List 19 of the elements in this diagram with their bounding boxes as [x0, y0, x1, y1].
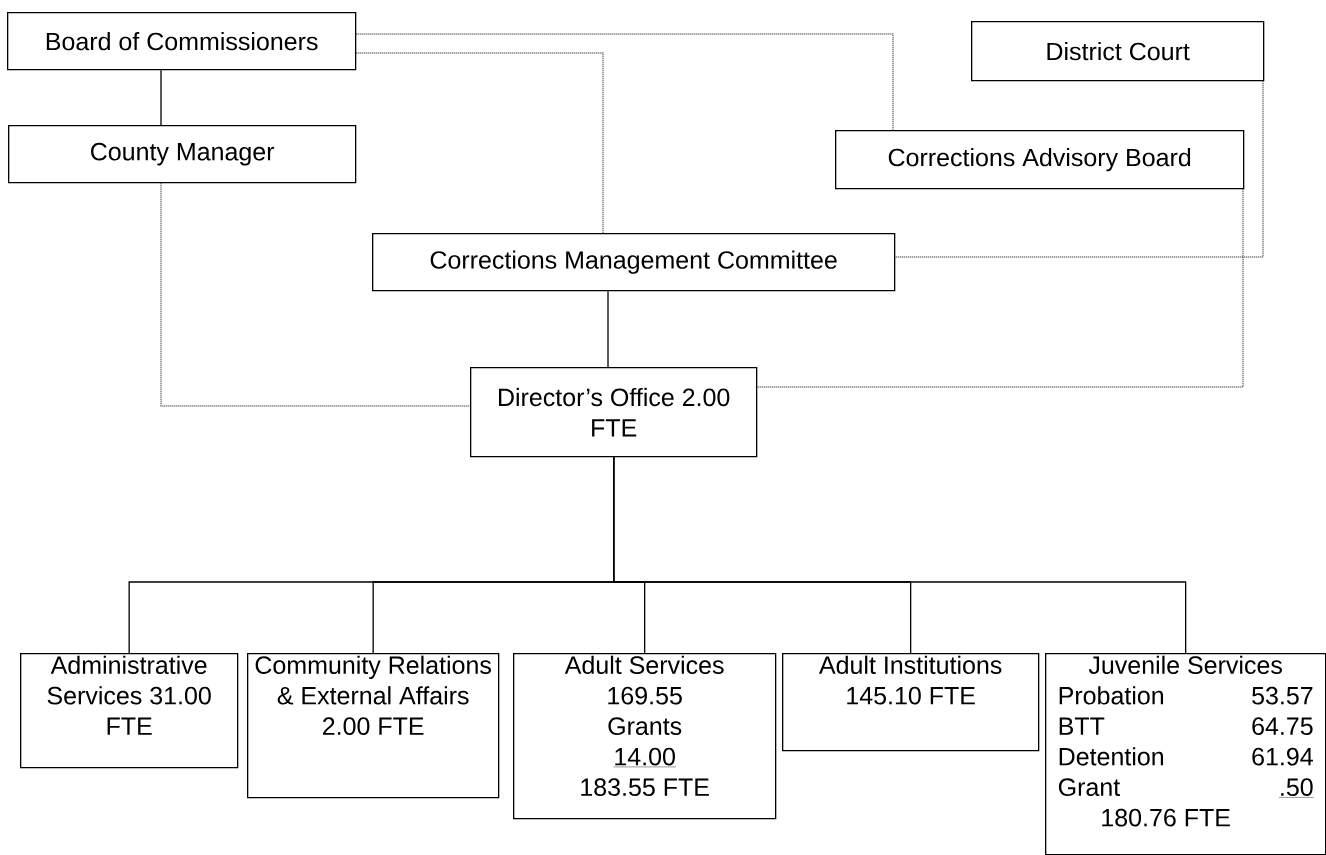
connector-line	[160, 182, 471, 407]
connector-line	[355, 33, 894, 131]
connector-line	[355, 52, 604, 234]
org-box: Board of Commissioners	[7, 12, 357, 71]
connector-line	[613, 456, 1187, 654]
org-box: Corrections Management Committee	[372, 233, 896, 292]
org-box: Director’s Office 2.00 FTE	[470, 367, 758, 458]
org-box: Adult Institutions 145.10 FTE	[782, 653, 1040, 752]
connector-line	[756, 188, 1244, 388]
org-box: Administrative Services 31.00 FTE	[20, 653, 239, 769]
org-box: Corrections Advisory Board	[835, 130, 1245, 190]
connector-line	[607, 290, 609, 368]
org-box: District Court	[971, 21, 1265, 82]
org-box: Juvenile Services Probation 53.57 BTT 64.75 Detention 61.94 Grant .50 180.76 FTE	[1045, 653, 1326, 855]
org-box: County Manager	[8, 125, 357, 184]
org-box: Adult Services 169.55 Grants 14.00 183.55 FTE	[513, 653, 777, 820]
connector-line	[160, 69, 162, 126]
connector-line	[894, 80, 1264, 258]
org-box: Community Relations & External Affairs 2.00 FTE	[247, 653, 500, 799]
